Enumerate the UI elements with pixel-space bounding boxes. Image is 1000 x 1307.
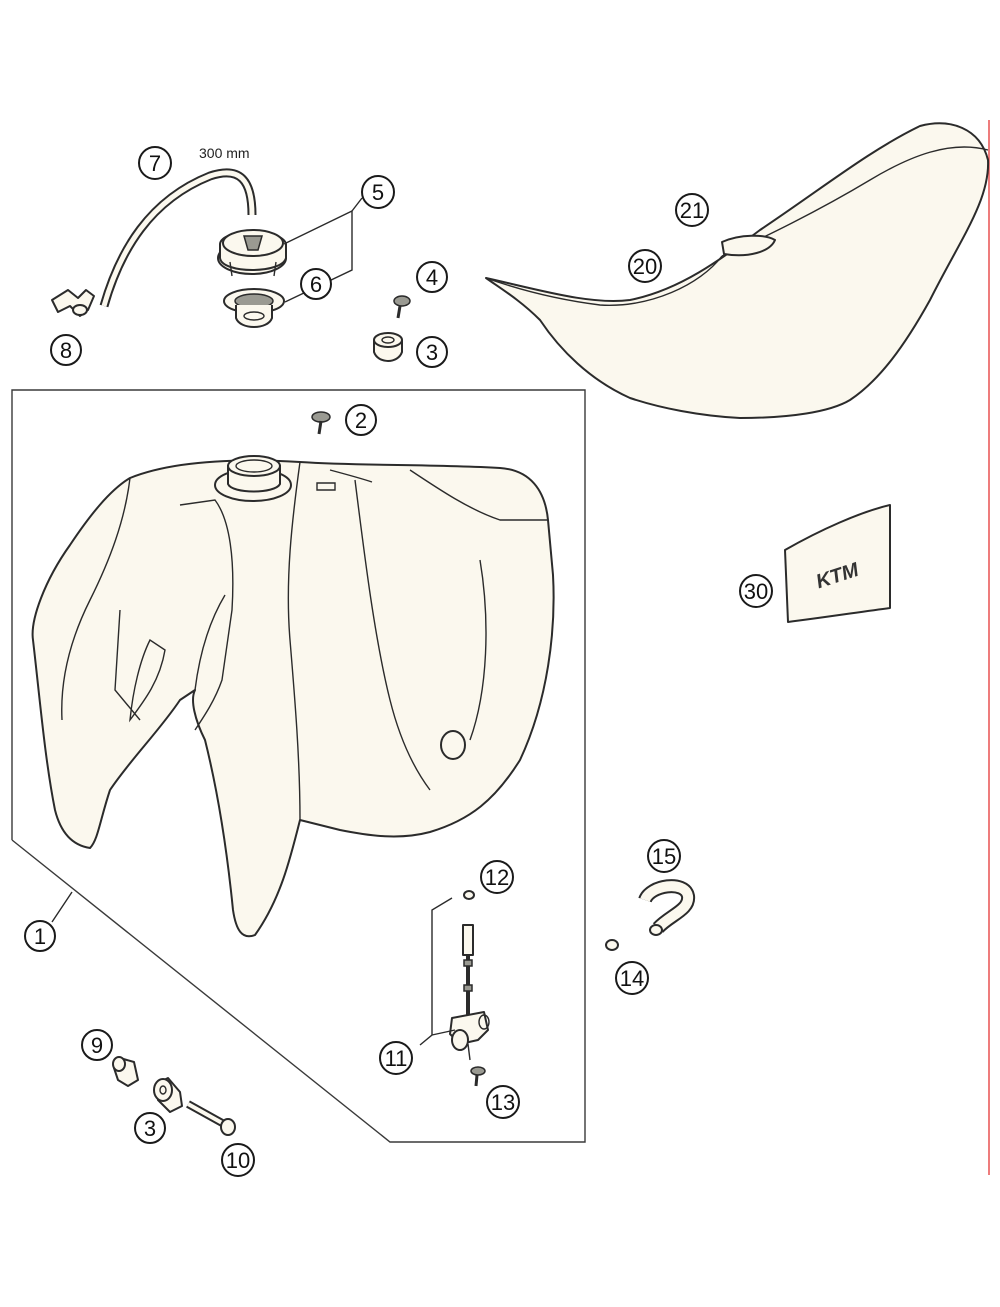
svg-text:8: 8 (60, 338, 72, 363)
callout-8: 8 (50, 334, 82, 366)
callout-6: 6 (300, 268, 332, 300)
callout-14: 14 (615, 961, 649, 995)
svg-text:3: 3 (426, 340, 438, 365)
svg-text:15: 15 (652, 844, 676, 869)
callout-11: 11 (379, 1041, 413, 1075)
leader-11-tap (431, 1029, 456, 1036)
fuel-tank (31, 459, 555, 938)
callout-20: 20 (628, 249, 662, 283)
callout-7: 7 (138, 146, 172, 180)
callout-12: 12 (480, 860, 514, 894)
fuel-hose (638, 879, 695, 936)
spacer-bottom (153, 1077, 183, 1113)
svg-text:1: 1 (34, 924, 46, 949)
callout-10: 10 (221, 1143, 255, 1177)
callout-1: 1 (24, 920, 56, 952)
callout-13: 13 (486, 1085, 520, 1119)
callout-15: 15 (647, 839, 681, 873)
o-ring (463, 890, 475, 900)
svg-text:12: 12 (485, 865, 509, 890)
hose-clamp (605, 939, 619, 951)
spacer-top (373, 332, 403, 362)
svg-text:30: 30 (744, 579, 768, 604)
bolt-small (393, 295, 411, 319)
mounting-bolt (186, 1100, 236, 1136)
seat (485, 122, 990, 419)
ktm-sticker: KTM (784, 504, 891, 623)
hose-length-label: 300 mm (199, 145, 250, 161)
fuel-cap (217, 229, 287, 277)
vent-hose (99, 168, 257, 308)
svg-text:5: 5 (372, 180, 384, 205)
leader-11-12 (419, 897, 453, 1046)
callout-30: 30 (739, 574, 773, 608)
callout-21: 21 (675, 193, 709, 227)
callout-3-top: 3 (416, 336, 448, 368)
svg-text:10: 10 (226, 1148, 250, 1173)
callout-2: 2 (345, 404, 377, 436)
rubber-bushing (112, 1056, 139, 1087)
svg-text:14: 14 (620, 966, 644, 991)
svg-text:4: 4 (426, 265, 438, 290)
seat-decal (721, 234, 776, 257)
svg-text:3: 3 (144, 1116, 156, 1141)
svg-text:11: 11 (385, 1046, 408, 1071)
svg-text:13: 13 (491, 1090, 515, 1115)
fuel-tap (449, 924, 490, 1061)
tank-filler-neck (214, 455, 292, 502)
tank-group-frame (11, 389, 586, 1143)
leader-1 (51, 891, 73, 923)
svg-text:7: 7 (149, 151, 161, 176)
callout-5: 5 (361, 175, 395, 209)
svg-text:9: 9 (91, 1033, 103, 1058)
svg-text:21: 21 (680, 198, 704, 223)
callout-4: 4 (416, 261, 448, 293)
callout-9: 9 (81, 1029, 113, 1061)
svg-text:6: 6 (310, 272, 322, 297)
hose-elbow-fitting (51, 289, 95, 317)
cap-gasket (223, 288, 285, 328)
callout-3-bottom: 3 (134, 1112, 166, 1144)
tank-screw (311, 411, 331, 435)
fuel-tap-screw (470, 1066, 486, 1087)
svg-text:20: 20 (633, 254, 657, 279)
svg-text:2: 2 (355, 408, 367, 433)
leader-5-connect (351, 197, 363, 212)
